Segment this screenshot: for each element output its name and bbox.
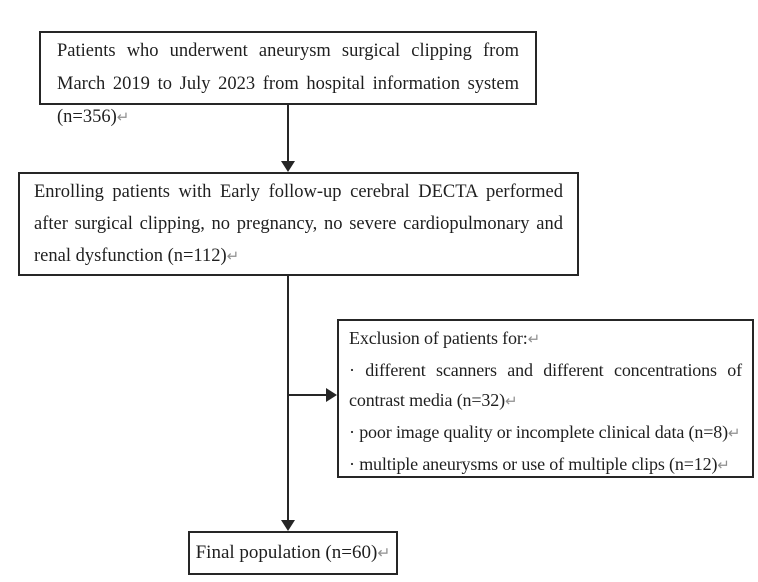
return-mark-icon: ↵ (527, 332, 540, 348)
exclusion-item: · different scanners and different conce… (349, 355, 742, 417)
exclusion-item-text: · poor image quality or incomplete clini… (349, 422, 728, 442)
exclusion-item: · multiple aneurysms or use of multiple … (349, 449, 742, 481)
return-mark-icon: ↵ (226, 248, 240, 265)
box-final-text: Final population (n=60) (195, 542, 378, 563)
exclusion-item-text: · different scanners and different conce… (349, 360, 742, 410)
arrowhead-down-icon (281, 161, 295, 172)
box-source-text: Patients who underwent aneurysm surgical… (57, 41, 519, 127)
box-final-population: Final population (n=60)↵ (188, 531, 398, 575)
exclusion-title-row: Exclusion of patients for:↵ (349, 323, 742, 355)
arrowhead-right-icon (326, 388, 337, 402)
return-mark-icon: ↵ (717, 458, 730, 474)
return-mark-icon: ↵ (116, 109, 130, 126)
exclusion-title: Exclusion of patients for: (349, 328, 528, 348)
arrow-line-branch-to-exclusion (288, 394, 326, 396)
box-enrollment-criteria: Enrolling patients with Early follow-up … (18, 172, 579, 276)
exclusion-item: · poor image quality or incomplete clini… (349, 417, 742, 449)
arrow-line-source-to-enrollment (287, 105, 289, 162)
box-enrollment-text: Enrolling patients with Early follow-up … (34, 182, 563, 266)
box-source-population: Patients who underwent aneurysm surgical… (39, 31, 537, 127)
box-exclusion-criteria: Exclusion of patients for:↵ · different … (337, 319, 754, 478)
return-mark-icon: ↵ (504, 394, 518, 410)
return-mark-icon: ↵ (727, 426, 741, 442)
return-mark-icon: ↵ (377, 545, 391, 562)
arrow-line-enrollment-to-final (287, 276, 289, 521)
exclusion-item-text: · multiple aneurysms or use of multiple … (349, 454, 718, 474)
arrowhead-down-icon (281, 520, 295, 531)
